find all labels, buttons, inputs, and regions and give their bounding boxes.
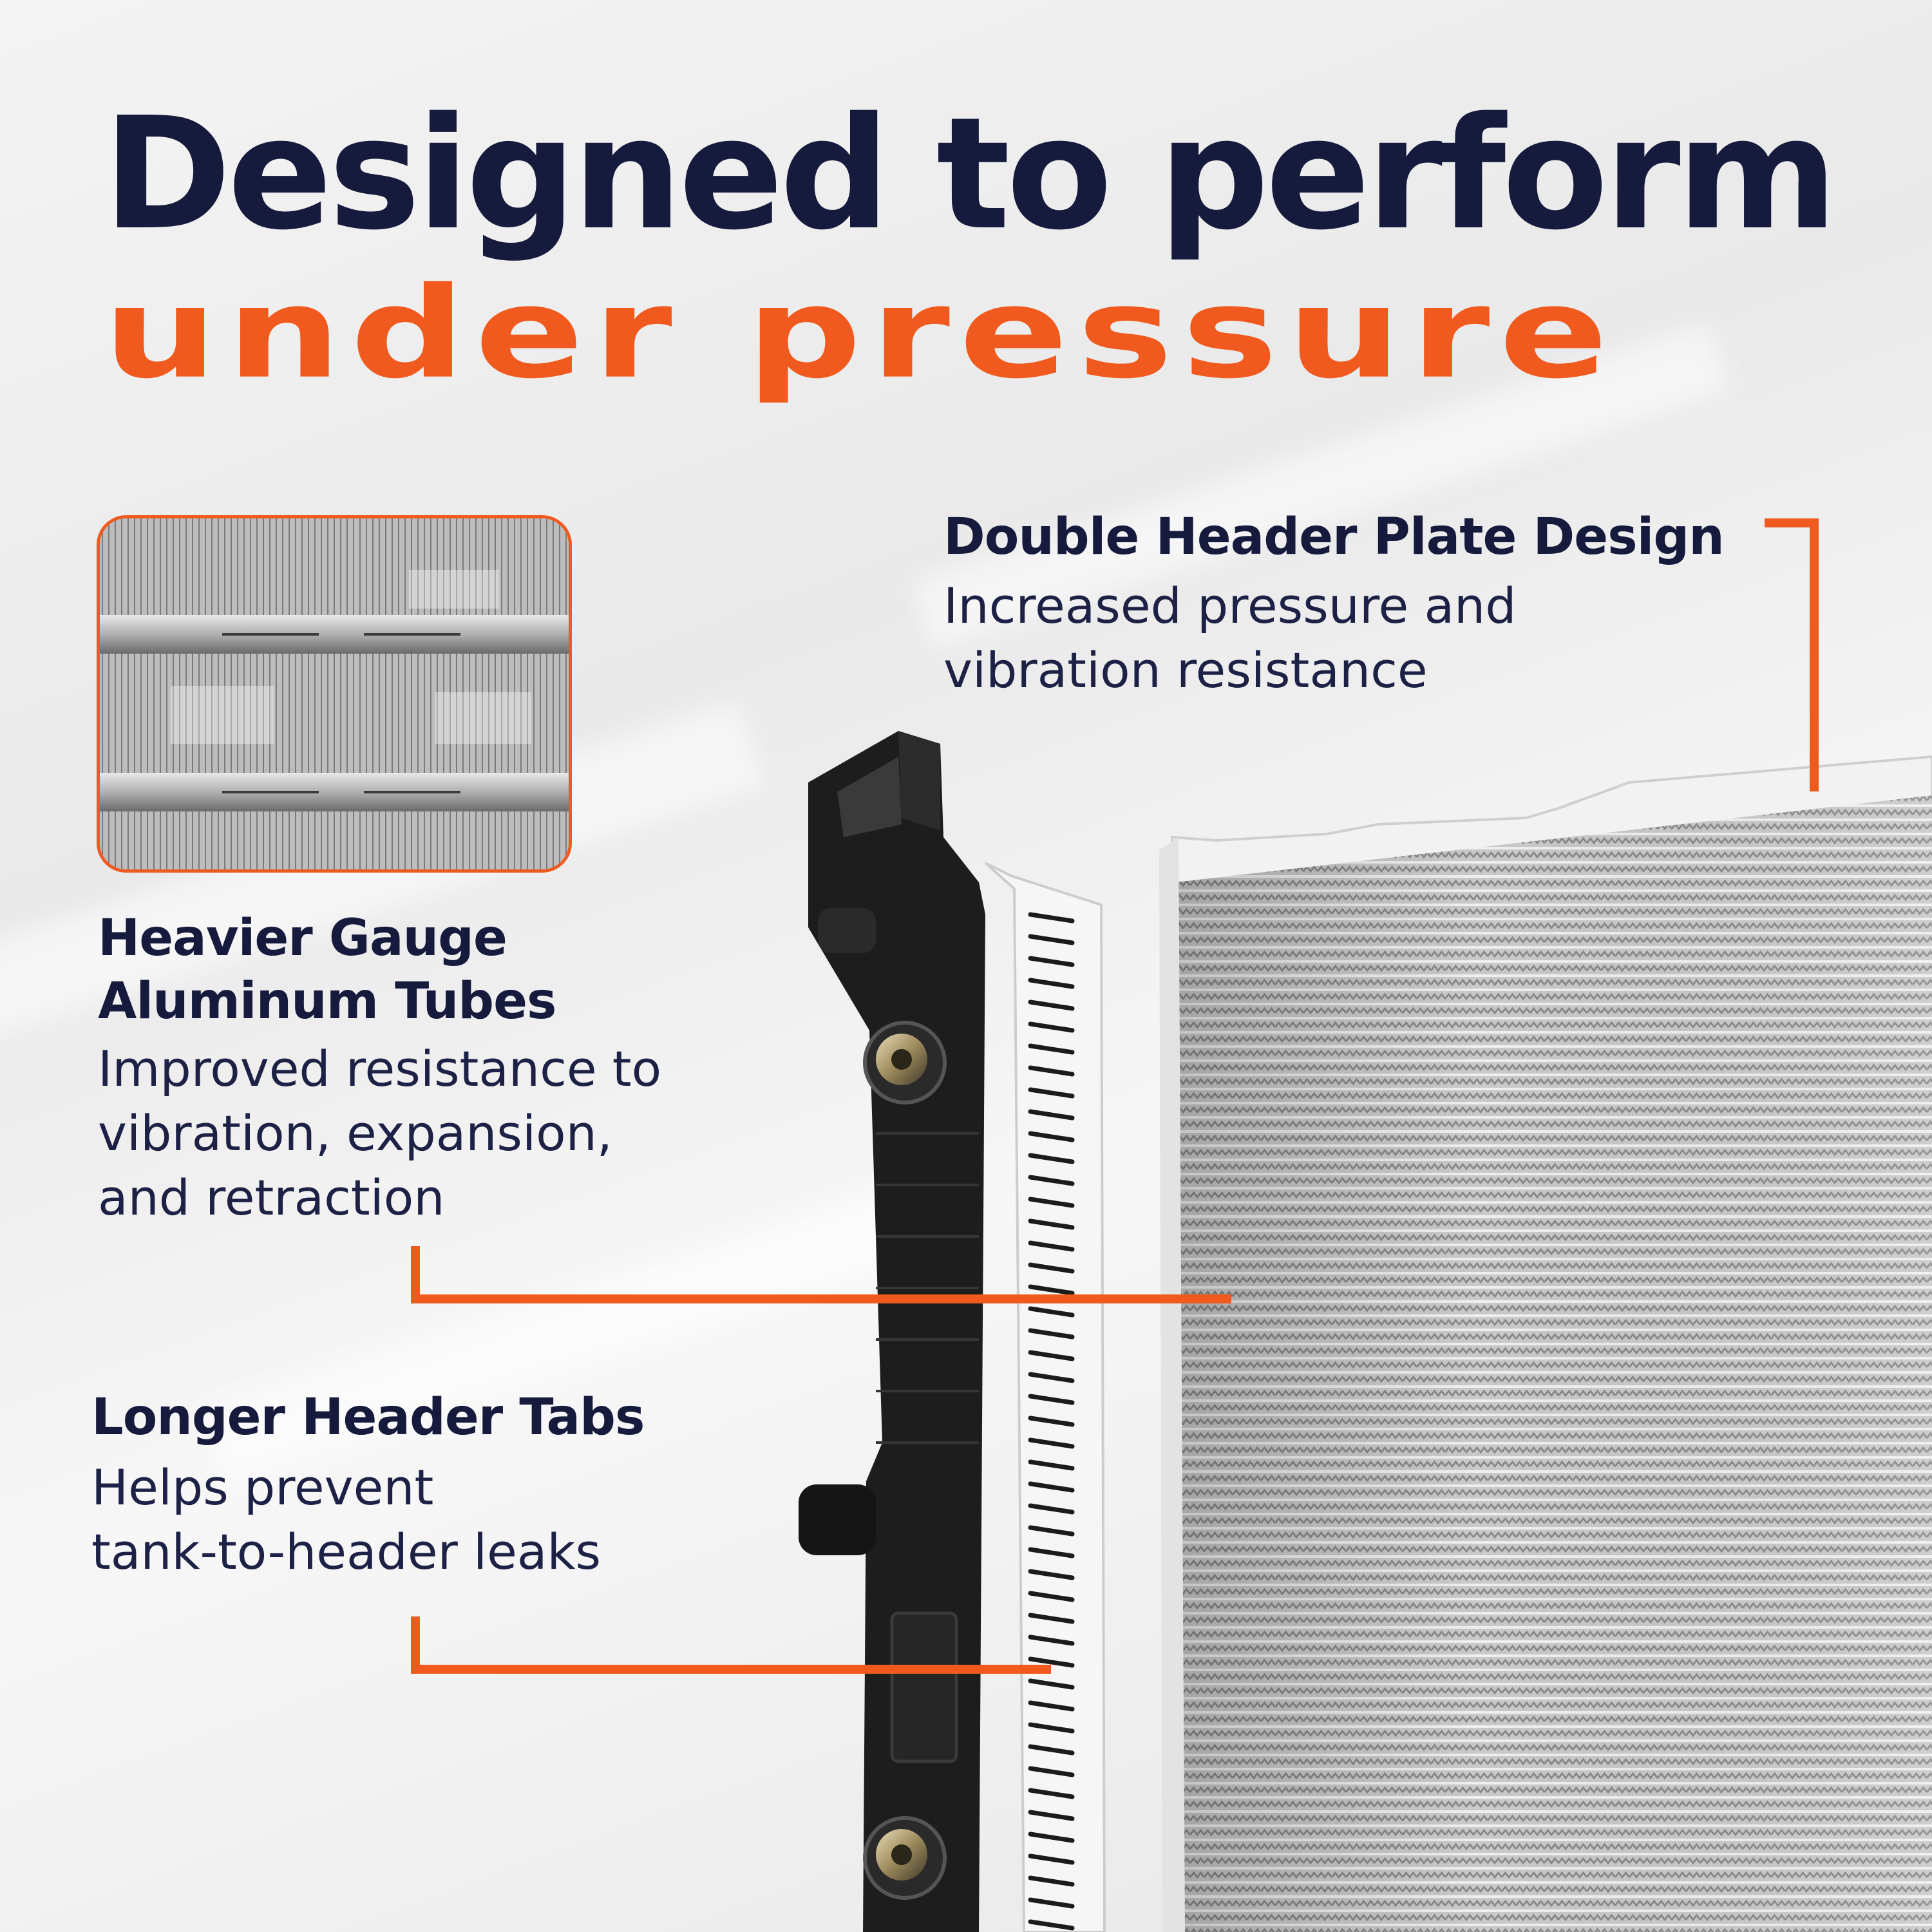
- callout-description: tank-to-header leaks: [91, 1523, 601, 1580]
- header-tab-slot: [1028, 978, 1075, 989]
- callout-description: and retraction: [98, 1169, 445, 1226]
- header-tab-slot: [1028, 1613, 1075, 1624]
- header-tab-slot: [1028, 1087, 1075, 1099]
- header-tab-slot: [1028, 1656, 1075, 1668]
- header-tab-slot: [1028, 1481, 1075, 1493]
- header-tab-slot: [1028, 912, 1075, 923]
- header-tab-slot: [1028, 934, 1075, 945]
- header-tab-slot: [1028, 1416, 1075, 1427]
- callout-heavier-gauge-tubes: Heavier Gauge Aluminum Tubes Improved re…: [98, 907, 661, 1230]
- header-tab-slot: [1028, 1262, 1075, 1274]
- header-tab-slot: [1028, 1591, 1075, 1602]
- header-tab-slot: [1028, 1109, 1075, 1121]
- header-tab-slot: [1028, 1744, 1075, 1756]
- header-tab-slot: [1028, 1372, 1075, 1383]
- header-tab-slot: [1028, 1919, 1075, 1931]
- header-tab-slot: [1028, 1394, 1075, 1405]
- header-tab-slot: [1028, 1503, 1075, 1515]
- header-tab-slot: [1028, 1131, 1075, 1142]
- callout-connector-line: [1765, 518, 1819, 791]
- header-tab-slot: [1028, 1700, 1075, 1712]
- header-tab-slot: [1028, 1021, 1075, 1033]
- callout-description: vibration, expansion,: [98, 1104, 612, 1162]
- header-tab-slot: [1028, 1240, 1075, 1252]
- header-tab-slot: [1028, 1766, 1075, 1777]
- header-tab-slot: [1028, 1875, 1075, 1887]
- callout-description: Helps prevent: [91, 1459, 434, 1516]
- aluminum-tube-closeup-image: [97, 515, 572, 873]
- header-tab-slot: [1028, 1153, 1075, 1164]
- header-tab-slot: [1028, 1175, 1075, 1186]
- callout-description: Increased pressure and: [943, 577, 1517, 634]
- header-tab-slot: [1028, 1197, 1075, 1208]
- header-tab-slot: [1028, 1306, 1075, 1318]
- header-tab-slot: [1028, 1569, 1075, 1580]
- callout-title: Double Header Plate Design: [943, 508, 1725, 566]
- callout-title: Longer Header Tabs: [91, 1388, 645, 1446]
- header-tab-slot: [1028, 1722, 1075, 1734]
- header-tab-slot: [1028, 1634, 1075, 1646]
- header-tab-slot: [1028, 1788, 1075, 1799]
- callout-title: Aluminum Tubes: [98, 972, 556, 1030]
- header-tab-slot: [1028, 1832, 1075, 1843]
- header-tab-slot: [1028, 1284, 1075, 1296]
- header-tab-slot: [1028, 1437, 1075, 1449]
- callout-description: Improved resistance to: [98, 1040, 662, 1097]
- header-tab-slot: [1028, 1043, 1075, 1055]
- callout-description: vibration resistance: [943, 641, 1428, 699]
- header-tab-slot: [1028, 999, 1075, 1011]
- headline-accent: under pressure: [103, 260, 1618, 406]
- header-tab-slot: [1028, 956, 1075, 967]
- callout-double-header-plate: Double Header Plate Design Increased pre…: [943, 506, 1725, 703]
- callout-connector-line: [411, 1616, 1051, 1674]
- header-tab-slot: [1028, 1547, 1075, 1558]
- header-tab-slot: [1028, 1810, 1075, 1821]
- header-tab-slot: [1028, 1459, 1075, 1471]
- header-tab-slot: [1028, 1065, 1075, 1077]
- header-tab-slot: [1028, 1897, 1075, 1909]
- header-tab-slot: [1028, 1525, 1075, 1537]
- header-tab-slot: [1028, 1853, 1075, 1865]
- header-tab-slot: [1028, 1350, 1075, 1361]
- headline-primary: Designed to perform: [103, 84, 1838, 264]
- header-tab-slot: [1028, 1328, 1075, 1340]
- header-tab-slot: [1028, 1218, 1075, 1230]
- header-tab-slot: [1028, 1678, 1075, 1690]
- callout-title: Heavier Gauge: [98, 909, 507, 967]
- callout-connector-line: [411, 1246, 1231, 1303]
- callout-longer-header-tabs: Longer Header Tabs Helps prevent tank-to…: [91, 1386, 645, 1584]
